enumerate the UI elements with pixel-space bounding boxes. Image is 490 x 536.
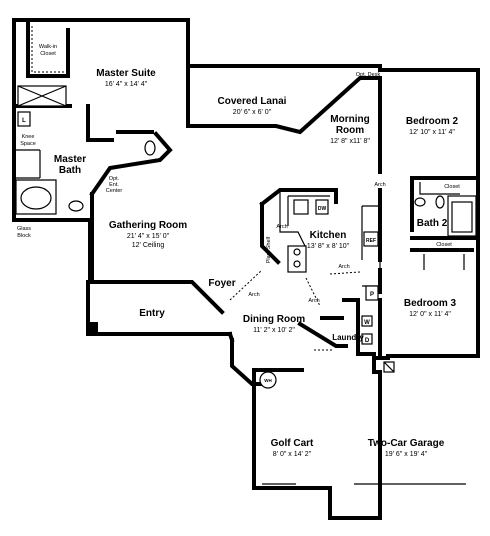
closet-bath2-label: Closet — [436, 242, 452, 248]
opt-ent-label: Opt. — [109, 176, 120, 182]
glass-block-label: Glass — [17, 226, 31, 232]
opt-ent-label-2: Ent. — [109, 182, 119, 188]
label-master-suite: Master Suite — [96, 68, 156, 79]
label-morning-room: Morning — [330, 114, 369, 125]
glass-block-label-2: Block — [17, 233, 31, 239]
pantry — [365, 285, 379, 301]
refrigerator — [363, 231, 379, 247]
linen-closet — [17, 111, 31, 127]
dim-bedroom-2: 12' 10" x 11' 4" — [409, 129, 455, 136]
label-bath-2: Bath 2 — [417, 218, 448, 229]
opt-desk-label: Opt. Desk — [356, 72, 381, 78]
cooktop — [287, 245, 307, 273]
room-labels: Master Suite 16' 4" x 14' 4" Covered Lan… — [54, 68, 459, 458]
knee-space-label: Knee — [22, 134, 35, 140]
dim-kitchen: 13' 8" x 8' 10" — [307, 243, 350, 250]
refrigerator-label: REF — [366, 238, 376, 244]
arch-kitchen-label-2: Arch — [338, 264, 349, 270]
fixtures — [15, 26, 477, 389]
dishwasher — [315, 199, 329, 215]
sink-master — [68, 200, 84, 212]
knee-space-label-2: Space — [20, 141, 36, 147]
sink-kitchen — [293, 199, 309, 215]
plant-shelf-label: Plant Shelf — [266, 236, 272, 263]
arch-foyer-label: Arch — [248, 292, 259, 298]
arch-kitchen-label: Arch — [276, 224, 287, 230]
label-dining-room: Dining Room — [243, 314, 305, 325]
arch-morning-label: Arch — [374, 182, 385, 188]
water-heater-label: WH — [264, 378, 272, 383]
dryer-label: D — [365, 338, 370, 344]
interior-walls — [12, 20, 480, 485]
label-bedroom-2: Bedroom 2 — [406, 116, 459, 127]
label-laundry: Laundry — [332, 333, 364, 342]
label-master-bath: Master — [54, 154, 86, 165]
dim-master-suite: 16' 4" x 14' 4" — [105, 81, 148, 88]
pantry-label: P — [370, 292, 374, 298]
arch-dining-label: Arch — [308, 298, 319, 304]
sink-bath2 — [414, 197, 426, 207]
walk-in-closet-label: Walk-in — [39, 44, 57, 50]
label-gathering-room: Gathering Room — [109, 220, 187, 231]
label-covered-lanai: Covered Lanai — [218, 96, 287, 107]
annotations: Walk-in Closet Knee Space Glass Block Op… — [17, 44, 460, 383]
label-garage: Two-Car Garage — [368, 438, 445, 449]
ceiling-gathering-room: 12' Ceiling — [132, 242, 165, 249]
label-foyer: Foyer — [208, 278, 235, 289]
dim-morning-room: 12' 8" x11' 8" — [330, 138, 370, 145]
washer — [361, 315, 373, 327]
toilet-bath2 — [435, 195, 445, 209]
label-kitchen: Kitchen — [310, 230, 347, 241]
label-master-bath-2: Bath — [59, 165, 81, 176]
dim-golf-cart: 8' 0" x 14' 2" — [273, 451, 312, 458]
dim-covered-lanai: 20' 6" x 6' 0" — [233, 109, 272, 116]
dim-dining-room: 11' 2" x 10' 2" — [253, 327, 295, 334]
dim-garage: 19' 6" x 19' 4" — [385, 451, 428, 458]
label-morning-room-2: Room — [336, 125, 364, 136]
column — [90, 322, 98, 332]
dryer — [361, 333, 373, 345]
label-golf-cart: Golf Cart — [271, 438, 314, 449]
label-bedroom-3: Bedroom 3 — [404, 298, 457, 309]
toilet-master — [144, 140, 156, 156]
closet-bedroom2-label: Closet — [444, 184, 460, 190]
washer-label: W — [364, 320, 370, 326]
dim-gathering-room: 21' 4" x 15' 0" — [127, 233, 170, 240]
opt-ent-label-3: Center — [106, 188, 123, 194]
linen-label: L — [22, 118, 26, 124]
dishwasher-label: DW — [318, 206, 327, 212]
dim-bedroom-3: 12' 0" x 11' 4" — [409, 311, 451, 318]
walk-in-closet-label-2: Closet — [40, 51, 56, 57]
tub-bath2 — [447, 195, 477, 237]
label-entry: Entry — [139, 308, 165, 319]
water-heater — [259, 371, 277, 389]
